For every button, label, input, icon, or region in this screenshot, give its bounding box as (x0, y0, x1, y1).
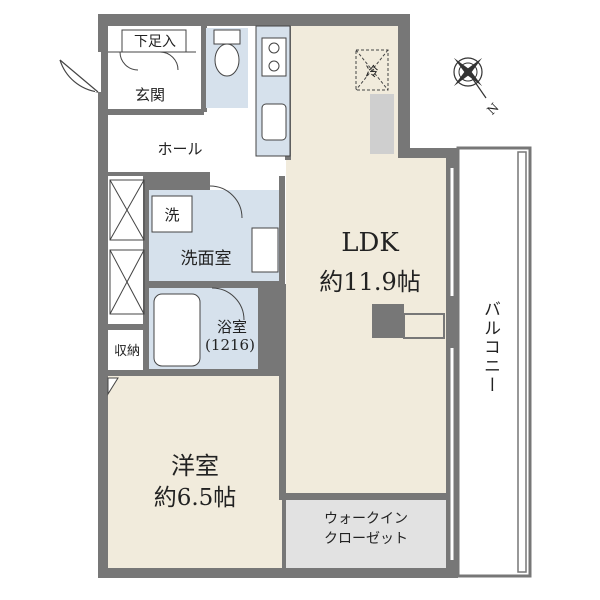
western-size-label: 約6.5帖 (153, 485, 237, 511)
fridge-box (355, 49, 389, 91)
ldk-size-label: 約11.9帖 (319, 268, 421, 296)
western-name-label: 洋室 (171, 452, 219, 480)
wic-area (286, 500, 446, 568)
storage-small (108, 330, 146, 370)
genkan-door-swings (119, 51, 179, 71)
ldk-name-label: LDK (341, 228, 399, 258)
front-door (59, 52, 101, 93)
closet-marks (109, 179, 145, 315)
washroom-door (209, 185, 243, 219)
toilet-bowl (214, 43, 240, 77)
interior-walls (108, 20, 446, 500)
balcony-rail (517, 151, 527, 573)
washer-label: 洗 (164, 206, 180, 224)
western-door (107, 377, 119, 396)
bathtub (153, 293, 201, 367)
hall-label: ホール (157, 140, 203, 158)
pillar-notch (403, 313, 445, 339)
bath-door (211, 287, 245, 321)
pillar (372, 304, 404, 338)
wic-label-line1: ウォークイン (324, 511, 408, 527)
genkan-label: 玄関 (134, 86, 165, 104)
sink (261, 103, 287, 141)
western-floor (108, 376, 282, 568)
wic-label-line2: クローゼット (324, 531, 408, 547)
fridge-label: 冷 (365, 65, 379, 80)
balcony-label: バルコニー (480, 300, 500, 395)
stove (261, 37, 287, 77)
kitchen-shelf (370, 94, 394, 154)
burners (268, 42, 280, 72)
washer-box (151, 195, 193, 233)
genkan-step-label: 下足入 (134, 34, 176, 50)
bathroom-label: 浴室 (216, 318, 247, 336)
washroom-label: 洗面室 (180, 249, 232, 269)
storage-label: 収納 (113, 344, 140, 359)
compass-icon (453, 57, 487, 99)
bath-size-label: (1216) (205, 336, 255, 354)
toilet-tank (213, 29, 241, 45)
vanity (251, 227, 279, 273)
